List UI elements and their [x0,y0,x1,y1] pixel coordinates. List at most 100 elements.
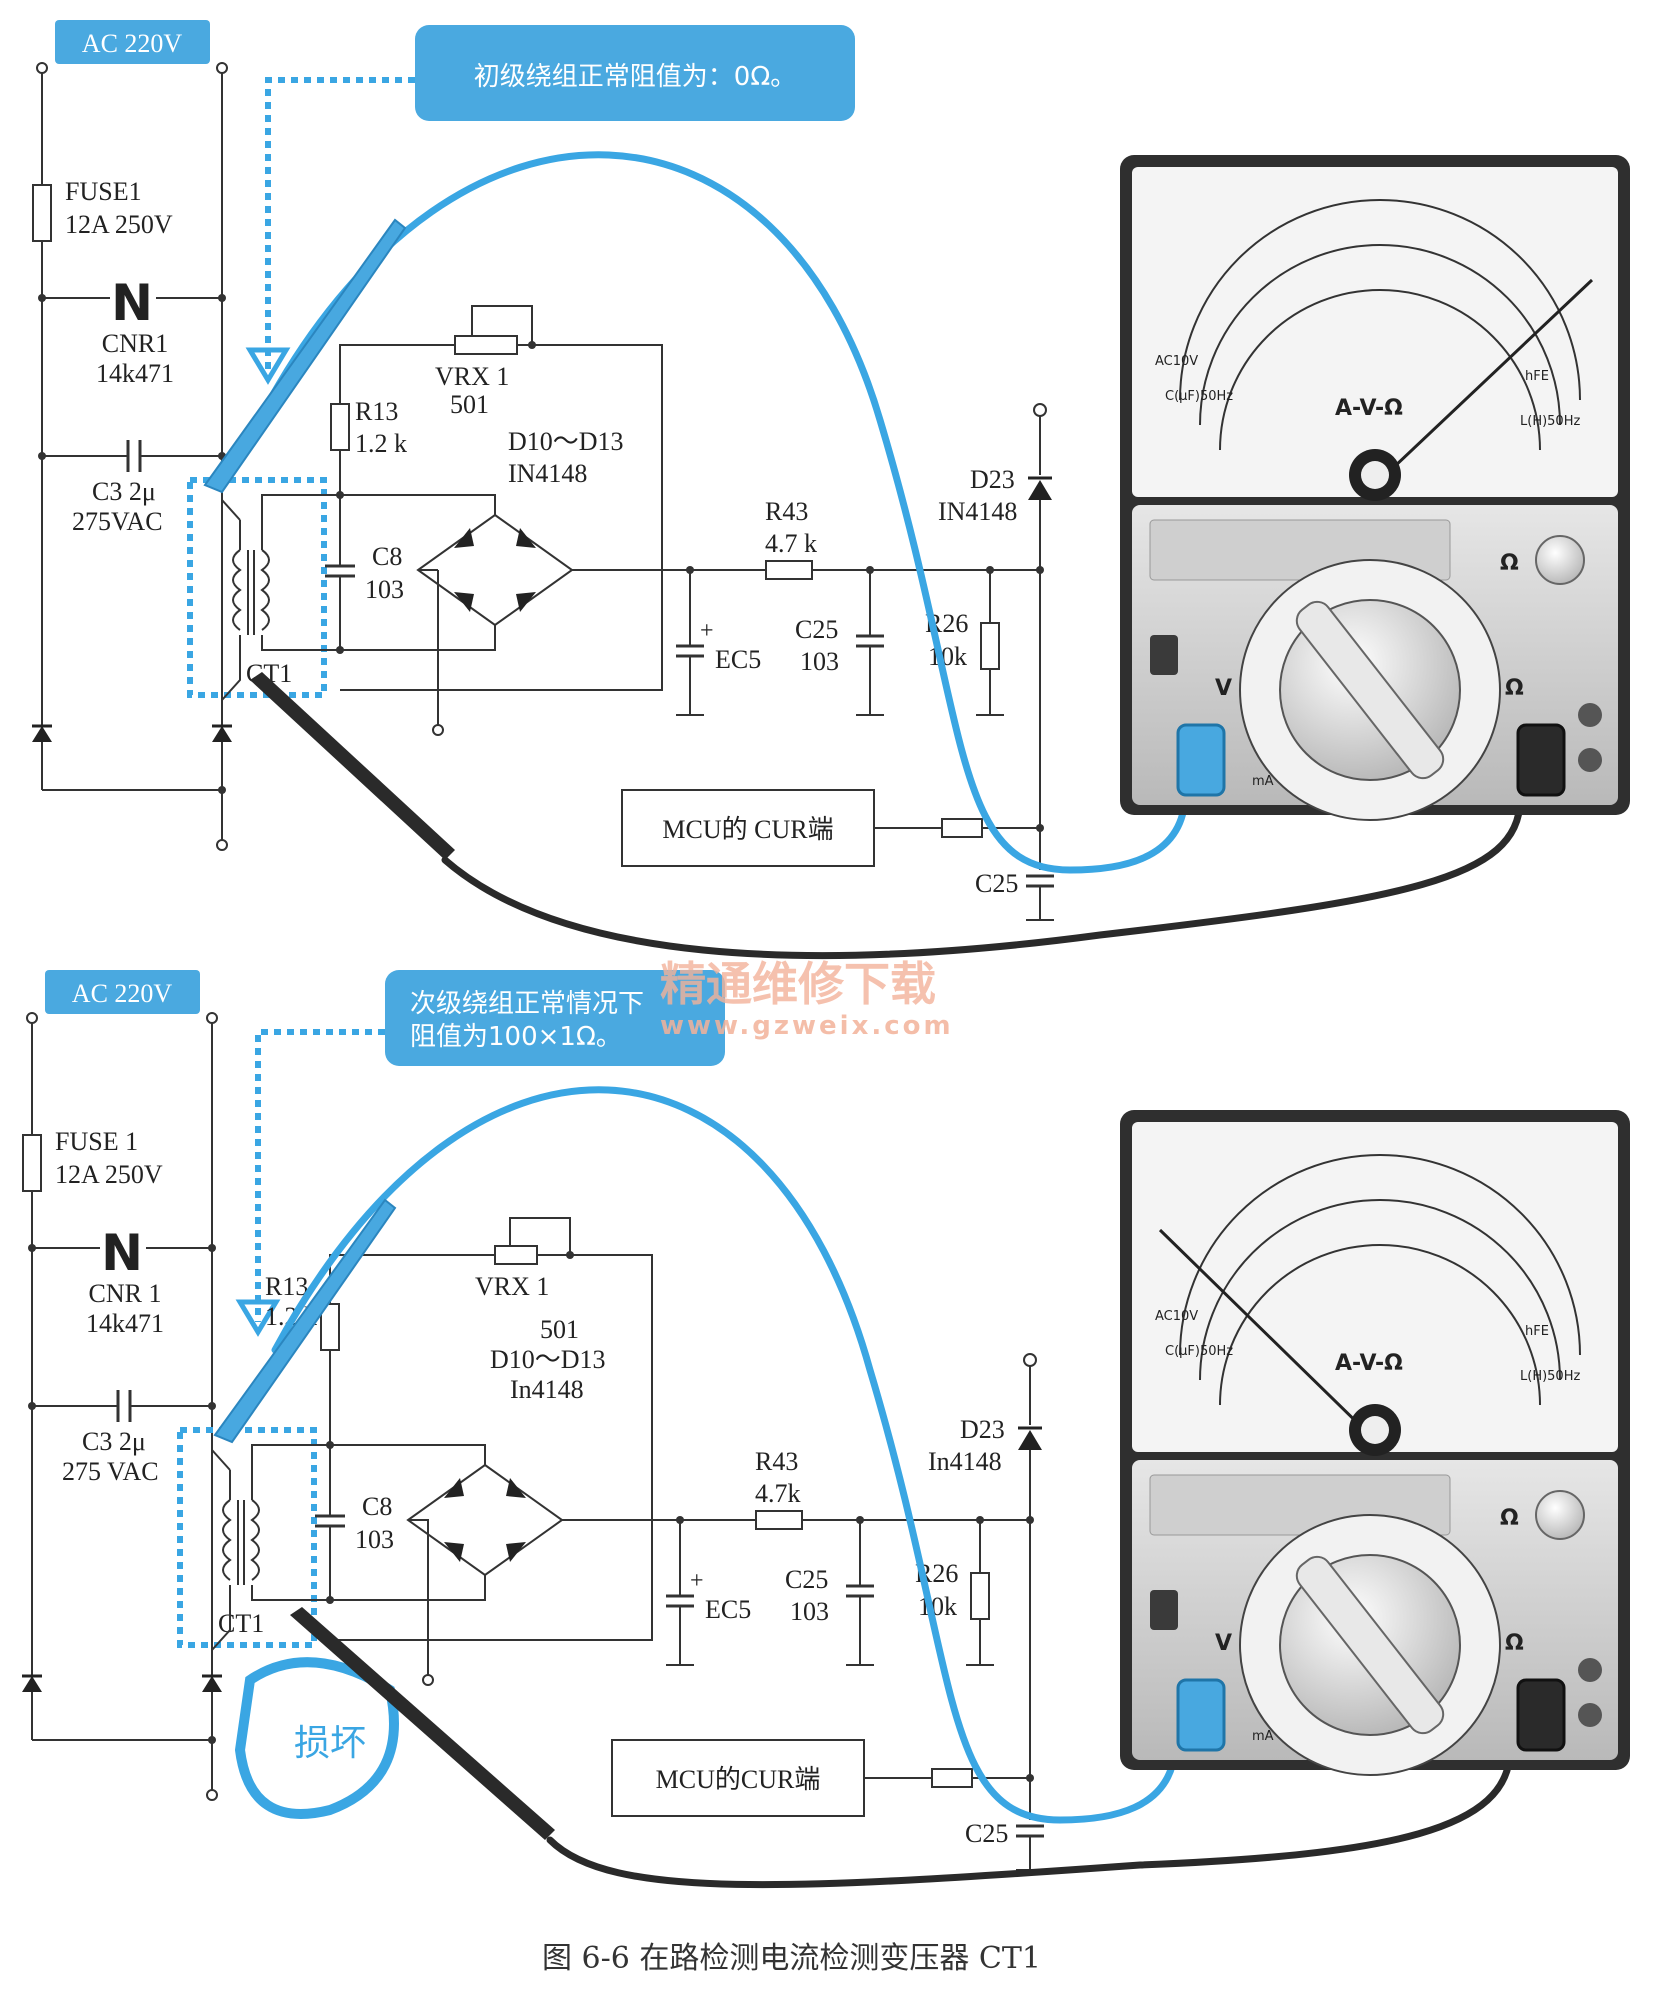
black-probe-lead [546,1746,1514,1889]
zero-ohm-symbol: Ω [1500,1506,1519,1531]
damaged-label: 损坏 [294,1723,366,1764]
fuse-symbol [22,1134,42,1192]
d23-part: In4148 [928,1447,1002,1476]
fuse-name: FUSE1 [65,177,142,206]
mcu-label: MCU的CUR端 [656,1765,821,1794]
r26-symbol [970,1572,990,1620]
meter-cf-label: C(μF)50Hz [1165,389,1233,404]
c8-name: C8 [372,542,402,571]
multimeter-bottom: A-V-Ω AC10V C(μF)50Hz L(H)50Hz hFE Ω V Ω… [1120,1110,1630,1776]
meter-hfe-label: hFE [1525,369,1549,384]
meter-cf-label: C(μF)50Hz [1165,1344,1233,1359]
c25a-name: C25 [795,615,838,644]
bridge-name: D10～D13 [508,427,624,456]
meter-dial-window [1132,1122,1618,1452]
callout-arrow [235,1299,281,1337]
r26-symbol [980,622,1000,670]
com-probe-socket[interactable] [1516,723,1566,797]
blue-probe [203,218,407,494]
r13-name: R13 [355,397,398,426]
ct1-highlight [187,477,327,698]
fuse-rating: 12A 250V [65,210,173,239]
meter-needle [1373,278,1594,487]
mcu-label: MCU的 CUR端 [662,815,833,844]
c8-value: 103 [355,1525,394,1554]
d23-part: IN4148 [938,497,1017,526]
c25b-label: C25 [965,1819,1008,1848]
r43-name: R43 [765,497,808,526]
callout-box [415,25,855,121]
r43-name: R43 [755,1447,798,1476]
fuse-symbol [32,184,52,242]
ac-supply-badge [55,20,210,64]
c25b-label: C25 [975,869,1018,898]
black-probe-lead [441,796,1524,960]
cnr-value: 14k471 [86,1309,164,1338]
dial-v-label: V [1215,1631,1232,1656]
vrx-name: VRX 1 [435,362,509,391]
c3-name: C3 2μ [92,477,156,506]
red-probe-lead [266,151,1189,874]
d23-name: D23 [960,1415,1005,1444]
dial-ohm-label: Ω [1505,676,1524,701]
c25a-value: 103 [800,647,839,676]
ec5-label: EC5 [715,645,761,674]
meter-lh-label: L(H)50Hz [1520,414,1580,429]
vrx-value: 501 [540,1315,579,1344]
dial-ma-label: mA [1252,1729,1274,1744]
cnr-name: CNR1 [102,329,168,358]
zero-ohm-knob[interactable] [1535,535,1585,585]
callout-leader [255,1029,385,1322]
c3-value: 275VAC [72,507,163,536]
cnr-name: CNR 1 [89,1279,162,1308]
c8-name: C8 [362,1492,392,1521]
meter-lh-label: L(H)50Hz [1520,1369,1580,1384]
figure-caption: 图 6-6 在路检测电流检测变压器 CT1 [542,1941,1041,1976]
r43-value: 4.7 k [765,529,817,558]
zero-ohm-symbol: Ω [1500,551,1519,576]
range-selector-knob[interactable] [1291,1551,1449,1739]
vrx-symbol [454,335,518,355]
zero-ohm-knob[interactable] [1535,1490,1585,1540]
varistor-symbol: N [101,1224,143,1282]
callout-text-line2: 阻值为100×1Ω。 [410,1022,622,1052]
panel-secondary-winding-test: AC 220V 次级绕组正常情况下 阻值为100×1Ω。 FUSE 1 12A … [20,970,1514,1889]
damaged-bubble [234,1657,399,1819]
red-probe-lead [271,1086,1179,1824]
varistor-symbol: N [111,274,153,332]
meter-ac10v-label: AC10V [1155,1309,1198,1324]
bridge-part: In4148 [510,1375,584,1404]
c8-value: 103 [365,575,404,604]
r13-symbol [330,403,350,451]
r13-name: R13 [265,1272,308,1301]
red-probe-socket[interactable] [1176,1678,1226,1752]
watermark-url: www.gzweix.com [660,1011,954,1041]
vrx-symbol [494,1245,538,1265]
vrx-name: VRX 1 [475,1272,549,1301]
c3-name: C3 2μ [82,1427,146,1456]
c25a-name: C25 [785,1565,828,1594]
ac-supply-label: AC 220V [72,979,173,1008]
callout-leader [265,77,415,370]
meter-dial-window [1132,167,1618,497]
fuse-name: FUSE 1 [55,1127,138,1156]
r43-symbol [755,1510,803,1530]
black-probe [290,1607,555,1840]
range-selector-knob[interactable] [1291,596,1449,784]
mcu-box [621,789,875,867]
dial-v-label: V [1215,676,1232,701]
ec5-label: EC5 [705,1595,751,1624]
com-probe-socket[interactable] [1516,1678,1566,1752]
bridge-part: IN4148 [508,459,587,488]
callout-text-line1: 次级绕组正常情况下 [410,989,644,1019]
red-probe-socket[interactable] [1176,723,1226,797]
r43-value: 4.7k [755,1479,801,1508]
r43-symbol [765,560,813,580]
ec5-plus: + [690,1568,704,1594]
black-probe [250,672,455,860]
vrx-value: 501 [450,390,489,419]
c3-value: 275 VAC [62,1457,159,1486]
panel-primary-winding-test: AC 220V 初级绕组正常阻值为：0Ω。 FUSE1 12A 250V N C… [30,20,1524,960]
meter-hfe-label: hFE [1525,1324,1549,1339]
